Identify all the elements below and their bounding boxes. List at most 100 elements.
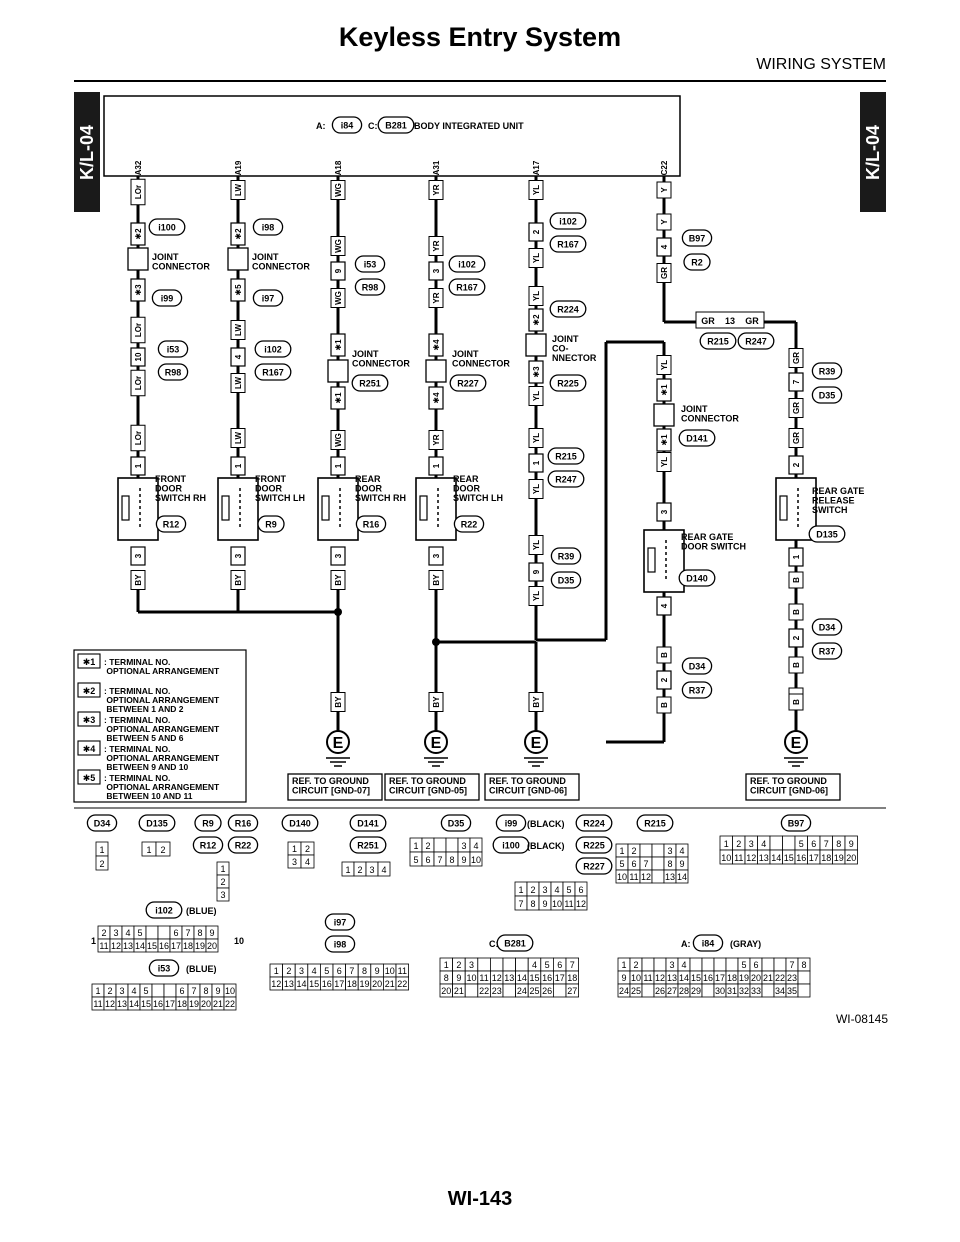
cv-b281-grid-pin: 15	[529, 973, 539, 983]
cv-i84-grid-pin: 34	[775, 986, 785, 996]
inline-conn-r247: R247	[745, 336, 767, 346]
cv-i84-grid-pin: 14	[679, 973, 689, 983]
cv-i84-grid-pin: 20	[751, 973, 761, 983]
ground-ref-box-3	[745, 773, 841, 801]
switch-r9-wire-bot: BY	[234, 574, 243, 586]
cv-i84-grid-pin: 7	[789, 960, 794, 970]
unit-conn-c-oval	[377, 116, 415, 134]
inline-conn-r2-oval	[683, 253, 711, 271]
cv-i84-grid-pin: 23	[787, 973, 797, 983]
joint4-star-top-box	[428, 333, 444, 357]
wire-label-b-2: B	[660, 702, 669, 708]
cv-r251-oval	[349, 836, 387, 854]
wire-label-lw-2-box	[230, 320, 246, 340]
joint1-conn-bot: i99	[161, 293, 174, 303]
cv-b97-grid-pin: 17	[809, 853, 819, 863]
cv-r215-grid-pin: 6	[631, 859, 636, 869]
cv-i97-grid-pin: 5	[324, 966, 329, 976]
cv-b281-grid-pin: 26	[542, 986, 552, 996]
switch-r12-pin-bot-box	[130, 546, 146, 566]
inline-conn-i53-oval	[157, 340, 189, 358]
inline-conn-r247b-oval	[547, 470, 585, 488]
section-title: WIRING SYSTEM	[756, 56, 886, 73]
cv-d35-grid-pin: 10	[471, 855, 481, 865]
cv-b281-grid-cell	[515, 957, 529, 972]
switch-r9-wire-bot-box	[230, 570, 246, 590]
cv-i102-grid-pin: 20	[207, 941, 217, 951]
cv-i102-grid-cell	[205, 938, 219, 953]
cv-d135-grid-cell	[155, 841, 171, 857]
inline-conn-r98: R98	[165, 367, 182, 377]
inline-conn-d35: D35	[819, 390, 836, 400]
cv-b97-grid-pin: 15	[784, 853, 794, 863]
splice-1	[334, 608, 342, 616]
cv-i84-grid-pin: 26	[655, 986, 665, 996]
cv-i97-grid-pin: 18	[347, 979, 357, 989]
switch-r12-pin-top: 1	[134, 463, 143, 468]
cv-d141-grid-pin: 2	[357, 865, 362, 875]
cv-i53-grid-pin: 18	[177, 999, 187, 1009]
cv-i97-grid-pin: 6	[337, 966, 342, 976]
wire-label-gr-1: GR	[660, 267, 669, 279]
inline-conn-r215b: R215	[555, 451, 577, 461]
cv-d141: D141	[357, 818, 379, 828]
terminal-pin-C22: C22	[660, 160, 669, 175]
wire-label-yr-4-box	[428, 430, 444, 450]
release-pin-2-box	[788, 455, 804, 475]
wire-label-yl-1-box	[528, 180, 544, 200]
cv-i100: i100	[502, 840, 520, 850]
cv-d141-grid-pin: 4	[381, 865, 386, 875]
wire-label-gr-4: GR	[792, 352, 801, 364]
joint2-star-bot-box	[230, 278, 246, 302]
inline-pin-1-box	[528, 453, 544, 473]
cv-i97-grid-pin: 20	[372, 979, 382, 989]
cv-r215-grid-pin: 5	[619, 859, 624, 869]
cv-i99-grid-pin: 1	[518, 885, 523, 895]
cv-i97-grid-pin: 2	[286, 966, 291, 976]
joint4-conn-oval	[449, 374, 487, 392]
cv-d35-oval	[440, 814, 472, 832]
cv-i99-grid-pin: 10	[552, 899, 562, 909]
wire-label-yr-1: YR	[432, 184, 441, 195]
cv-i97-grid-pin: 17	[334, 979, 344, 989]
cv-b97-grid-pin: 6	[811, 839, 816, 849]
inline-conn-i53: i53	[167, 344, 180, 354]
cv-i53-grid-pin: 16	[153, 999, 163, 1009]
joint2-star-top: ✱2	[234, 228, 243, 240]
wire-label-wg-4: WG	[334, 433, 343, 447]
switch-r16-pin-bot-box	[330, 546, 346, 566]
inline-pin-2: 2	[532, 229, 541, 234]
cv-d34-grid-pin: 2	[99, 859, 104, 869]
cv-i53-grid-pin: 21	[213, 999, 223, 1009]
cv-d140-grid-pin: 1	[292, 844, 297, 854]
ground-3-letter: E	[791, 735, 802, 752]
inline-conn-i102-oval	[254, 340, 292, 358]
switch-r12-wire-bot-box	[130, 570, 146, 590]
cv-b97-grid-pin: 18	[821, 853, 831, 863]
ground-wire-0: BY	[334, 696, 343, 708]
legend-text-4: : TERMINAL NO. OPTIONAL ARRANGEMENT BETW…	[104, 773, 220, 801]
cv-i53-grid-pin: 9	[215, 986, 220, 996]
cv-r9-oval	[194, 814, 222, 832]
cv-i99-color: (BLACK)	[527, 819, 565, 829]
cv-i53-grid-pin: 10	[225, 986, 235, 996]
cv-i53-grid-cell	[223, 996, 237, 1011]
cv-i97-grid-pin: 4	[312, 966, 317, 976]
cv-b281-grid-cell	[502, 983, 517, 998]
cv-i53-grid-cell	[163, 983, 177, 998]
inline-pin-2b: 2	[660, 677, 669, 682]
cv-i53-grid-pin: 2	[107, 986, 112, 996]
joint3-star-top-box	[330, 333, 346, 357]
joint5-star-bot-box	[528, 360, 544, 384]
cv-r215-grid-pin: 8	[667, 859, 672, 869]
joint2-conn-bot-oval	[252, 289, 284, 307]
cv-b281-grid-pin: 4	[532, 960, 537, 970]
cv-i84-grid-cell	[713, 957, 727, 972]
joint1-star-bot: ✱3	[134, 284, 143, 296]
cv-i102-oval	[145, 901, 183, 919]
inline-conn-d35b: D35	[558, 575, 575, 585]
cv-i53-grid-pin: 14	[129, 999, 139, 1009]
cv-i84-grid-pin: 28	[679, 986, 689, 996]
